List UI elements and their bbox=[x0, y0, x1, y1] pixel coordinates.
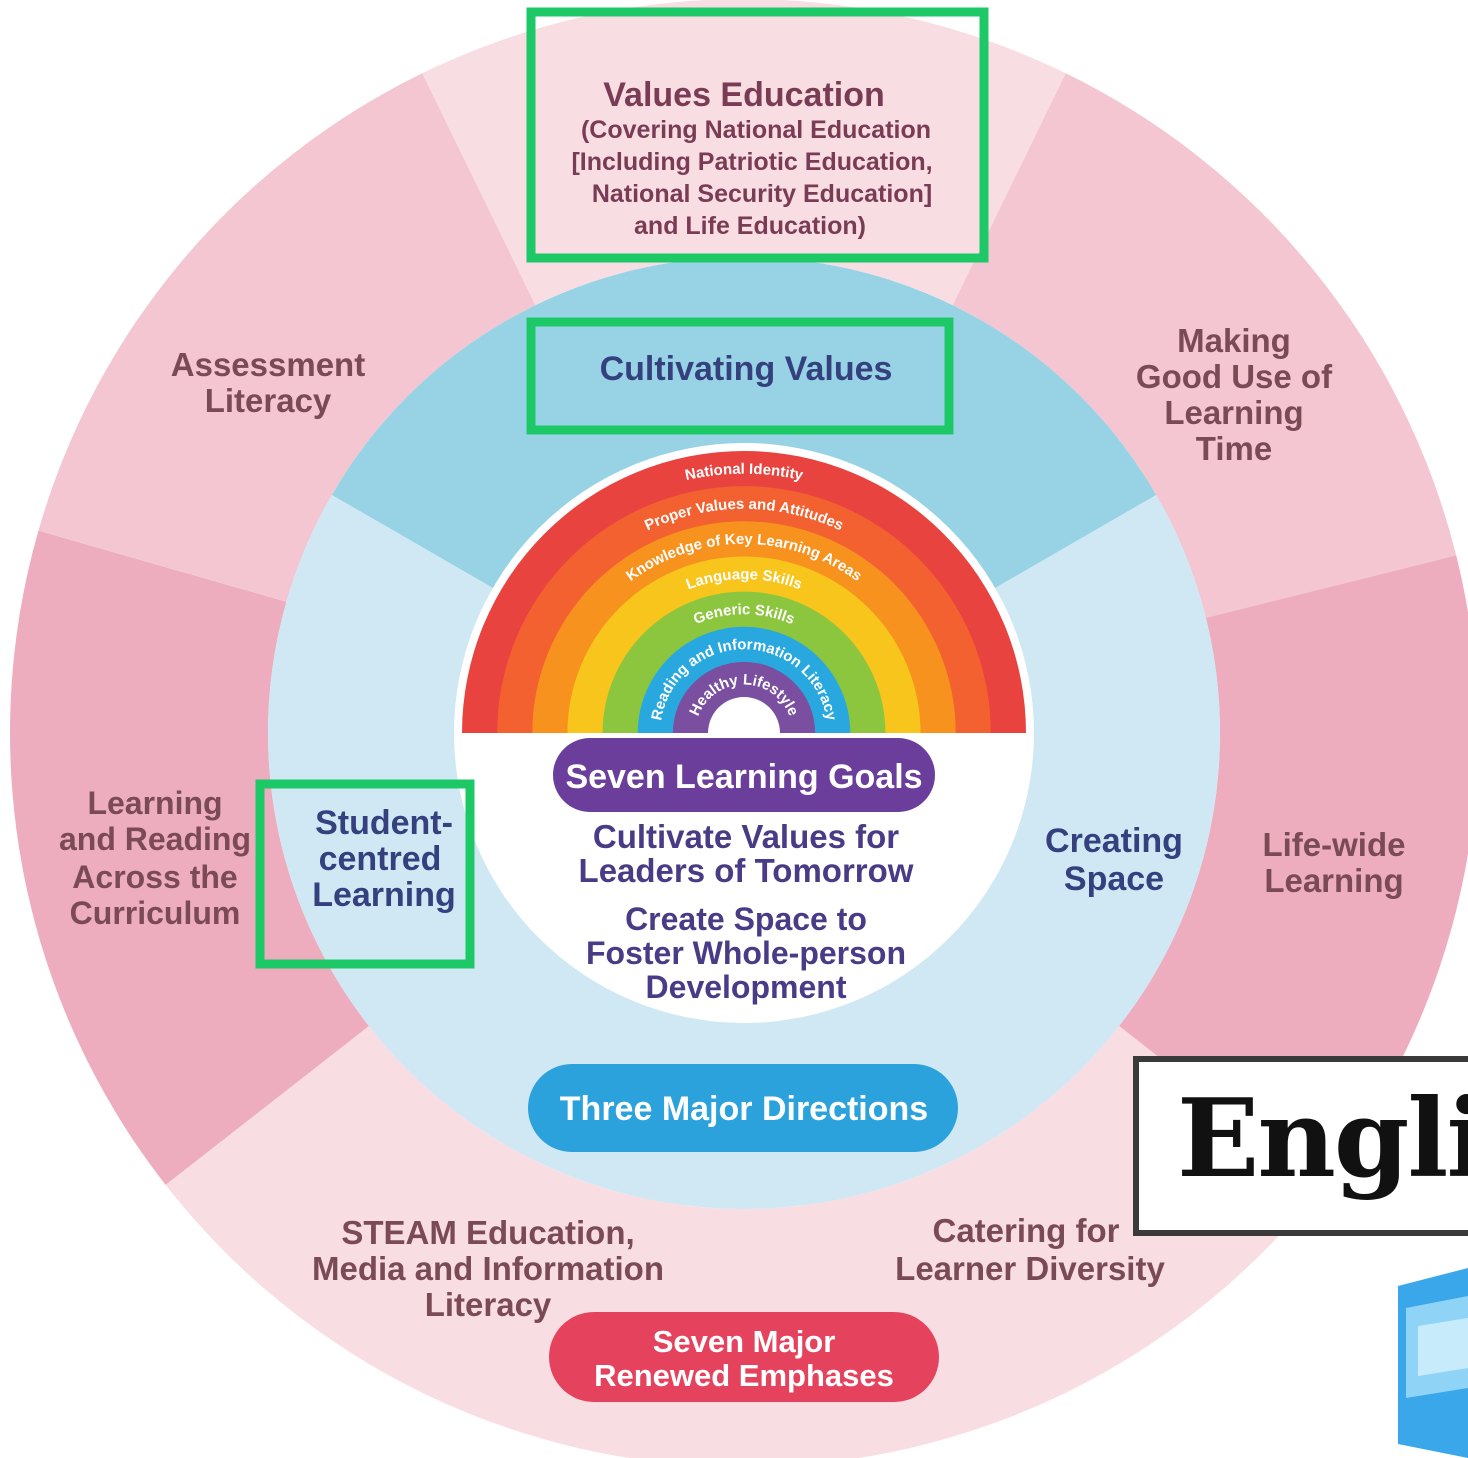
center-line-3: Create Space to bbox=[625, 901, 867, 937]
outer-sector-learning-reading bbox=[9, 530, 369, 1185]
values-education-detail-3: National Security Education] bbox=[592, 180, 932, 208]
three-major-directions-label: Three Major Directions bbox=[560, 1090, 928, 1128]
center-line-1: Cultivate Values for bbox=[593, 818, 899, 855]
highlight-box-student-centred bbox=[255, 779, 475, 969]
three-major-directions-pill bbox=[528, 1064, 958, 1152]
english-banner: English bbox=[1133, 1056, 1468, 1236]
seven-major-emphases-pill bbox=[549, 1312, 939, 1402]
outer-sector-life-wide bbox=[1119, 555, 1468, 1185]
assessment-line-2: Literacy bbox=[205, 382, 332, 419]
steam-line-2: Media and Information bbox=[312, 1250, 664, 1287]
making-good-use-line-3: Learning bbox=[1164, 394, 1303, 431]
middle-sector-creating-space bbox=[744, 495, 1220, 1209]
assessment-line-1: Assessment bbox=[171, 346, 365, 383]
middle-sector-student-centred bbox=[267, 495, 744, 1209]
making-good-use-line-2: Good Use of bbox=[1136, 358, 1333, 395]
making-good-use-line-4: Time bbox=[1196, 430, 1272, 467]
life-wide-line-2: Learning bbox=[1264, 862, 1403, 899]
values-education-detail-4: and Life Education) bbox=[634, 212, 866, 240]
center-line-5: Development bbox=[646, 969, 847, 1005]
learning-reading-line-4: Curriculum bbox=[70, 895, 241, 931]
seven-learning-goals-label: Seven Learning Goals bbox=[565, 758, 922, 796]
student-centred-line-2: centred bbox=[319, 840, 442, 878]
learning-reading-line-3: Across the bbox=[72, 859, 237, 895]
seven-learning-goals-badge bbox=[553, 738, 935, 812]
steam-line-3: Literacy bbox=[425, 1286, 552, 1323]
rainbow-label: National Identity bbox=[684, 461, 806, 485]
outer-sector-making-good-use bbox=[952, 73, 1457, 618]
values-education-detail-2: [Including Patriotic Education, bbox=[571, 148, 932, 176]
outer-sector-values-education bbox=[422, 0, 1066, 306]
rainbow-core bbox=[708, 697, 780, 733]
making-good-use-line-1: Making bbox=[1177, 322, 1291, 359]
highlight-box-cultivating-values bbox=[526, 317, 954, 435]
center-line-2: Leaders of Tomorrow bbox=[579, 852, 914, 889]
steam-line-1: STEAM Education, bbox=[341, 1214, 634, 1251]
creating-space-line-1: Creating bbox=[1045, 822, 1183, 860]
catering-line-2: Learner Diversity bbox=[895, 1250, 1165, 1287]
values-education-detail-1: (Covering National Education bbox=[581, 116, 931, 144]
outer-sector-assessment bbox=[38, 73, 536, 602]
highlight-box-values-education bbox=[526, 7, 989, 263]
learning-reading-line-1: Learning bbox=[87, 785, 222, 821]
cultivating-values-label: Cultivating Values bbox=[600, 350, 893, 388]
catering-line-1: Catering for bbox=[932, 1212, 1119, 1249]
tablet-icon bbox=[1398, 1268, 1468, 1458]
student-centred-line-3: Learning bbox=[312, 876, 456, 914]
center-line-4: Foster Whole-person bbox=[586, 935, 906, 971]
learning-reading-line-2: and Reading bbox=[59, 821, 251, 857]
seven-major-emphases-line-2: Renewed Emphases bbox=[594, 1358, 894, 1393]
life-wide-line-1: Life-wide bbox=[1262, 826, 1405, 863]
creating-space-line-2: Space bbox=[1064, 860, 1164, 898]
english-banner-text: English bbox=[1177, 1076, 1468, 1202]
values-education-title: Values Education bbox=[603, 76, 885, 114]
seven-major-emphases-line-1: Seven Major bbox=[653, 1324, 836, 1359]
student-centred-line-1: Student- bbox=[315, 804, 453, 842]
